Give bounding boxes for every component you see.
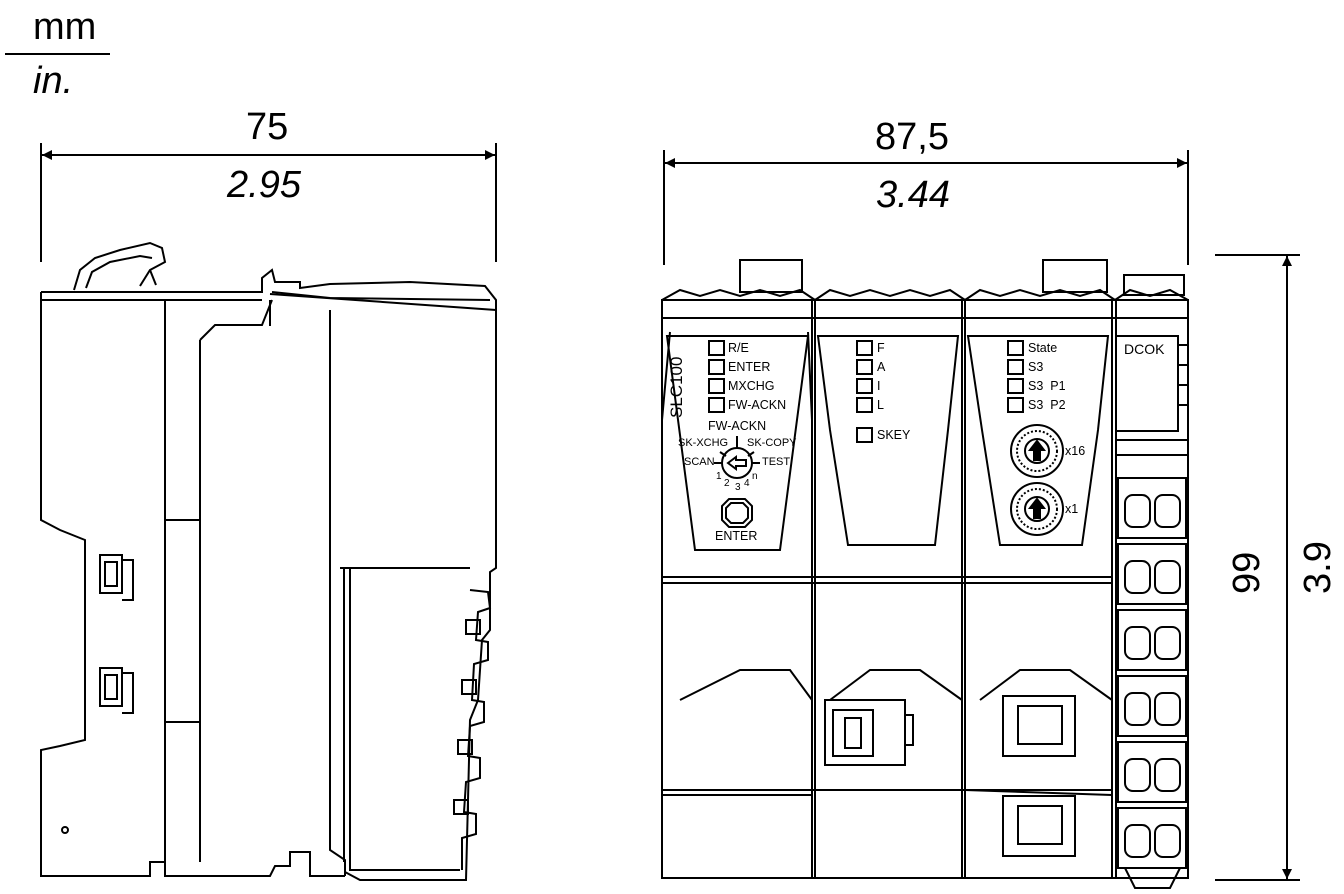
switch-title: FW-ACKN — [708, 419, 767, 433]
front-width-mm: 87,5 — [875, 116, 949, 158]
module3-led-label: S3 P2 — [1028, 398, 1066, 412]
switch-label-test: TEST — [762, 456, 791, 468]
front-width-in: 3.44 — [876, 174, 950, 216]
module3-dial-x1 — [1010, 482, 1064, 536]
module2-led-label: L — [877, 398, 884, 412]
skey-label: SKEY — [877, 428, 911, 442]
side-width-mm: 75 — [246, 106, 289, 148]
switch-pos-4: 4 — [744, 478, 750, 489]
module3-led-label: State — [1028, 341, 1058, 355]
module3-dial-x16 — [1010, 424, 1064, 478]
module1-led-label: FW-ACKN — [728, 398, 787, 412]
module1-led-boxes — [708, 340, 725, 413]
dial-x16-label: x16 — [1065, 444, 1086, 458]
front-width-dimension — [663, 150, 1189, 265]
front-height-dimension — [1215, 254, 1300, 881]
module1-selector-switch — [714, 436, 760, 479]
module1-name: SLC100 — [667, 356, 686, 418]
switch-pos-3: 3 — [735, 482, 741, 493]
module2-led-label: F — [877, 341, 885, 355]
unit-inch-label: in. — [33, 60, 74, 102]
switch-label-sk-copy: SK-COPY — [747, 437, 797, 449]
switch-pos-1: 1 — [716, 471, 722, 482]
unit-mm-label: mm — [33, 6, 97, 48]
side-width-in: 2.95 — [227, 164, 301, 206]
module3-led-label: S3 P1 — [1028, 379, 1066, 393]
module2-led-label: I — [877, 379, 881, 393]
module1-led-label: ENTER — [728, 360, 771, 374]
dial-x1-label: x1 — [1065, 502, 1079, 516]
switch-label-sk-xchg: SK-XCHG — [678, 437, 729, 449]
module2-led-label: A — [877, 360, 886, 374]
module1-led-label: R/E — [728, 341, 749, 355]
switch-label-scan: SCAN — [684, 456, 715, 468]
front-view-outline — [661, 259, 1189, 879]
enter-button-label: ENTER — [715, 529, 758, 543]
module3-led-boxes — [1007, 340, 1024, 413]
side-width-dimension — [40, 143, 497, 262]
side-view-outline — [40, 241, 497, 881]
terminal-block — [1117, 477, 1187, 889]
dcok-label: DCOK — [1124, 341, 1165, 357]
module3-led-label: S3 — [1028, 360, 1044, 374]
front-height-mm: 99 — [1226, 551, 1268, 594]
switch-pos-2: 2 — [724, 478, 730, 489]
front-height-in: 3.9 — [1297, 541, 1339, 594]
module1-enter-button-shape — [721, 498, 753, 528]
module2-led-boxes — [856, 340, 873, 443]
switch-pos-n: n — [752, 471, 758, 482]
module1-led-label: MXCHG — [728, 379, 775, 393]
